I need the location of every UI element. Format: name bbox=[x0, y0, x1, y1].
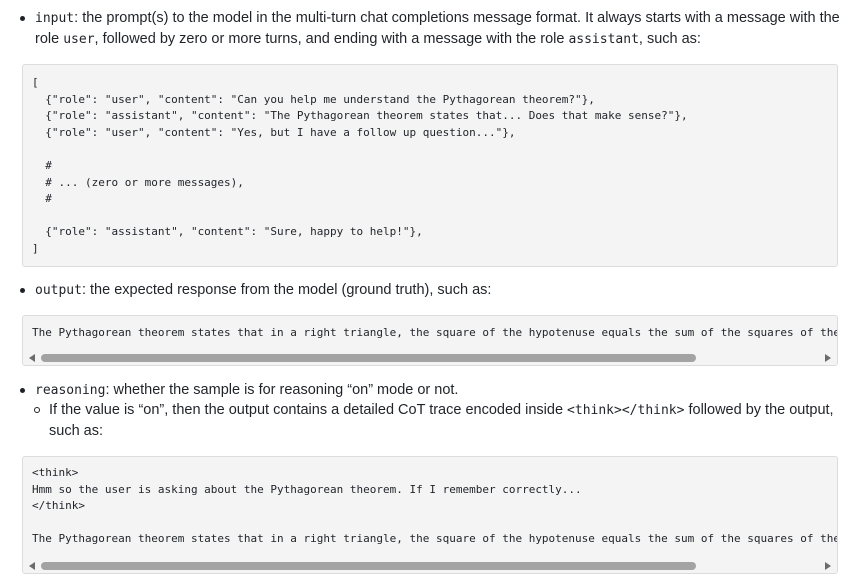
code-line: # bbox=[32, 158, 52, 172]
scroll-right-arrow-icon[interactable] bbox=[825, 562, 831, 570]
bullet-dot bbox=[20, 16, 25, 21]
bullet-dot bbox=[20, 288, 25, 293]
input-description: input: the prompt(s) to the model in the… bbox=[35, 8, 840, 50]
reasoning-description: reasoning: whether the sample is for rea… bbox=[35, 380, 840, 401]
code-line: {"role": "assistant", "content": "The Py… bbox=[32, 109, 688, 123]
input-text-line2b: , followed by zero or more turns, and en… bbox=[94, 31, 569, 47]
reasoning-sub-description: If the value is “on”, then the output co… bbox=[49, 400, 834, 441]
output-text: : the expected response from the model (… bbox=[81, 282, 492, 298]
reasoning-term: reasoning bbox=[35, 383, 106, 398]
code-line: Hmm so the user is asking about the Pyth… bbox=[32, 482, 582, 496]
code-line: ] bbox=[32, 241, 39, 255]
output-description: output: the expected response from the m… bbox=[35, 280, 840, 301]
output-code: The Pythagorean theorem states that in a… bbox=[23, 316, 837, 342]
reasoning-text: : whether the sample is for reasoning “o… bbox=[105, 382, 459, 398]
sub-text-3: such as: bbox=[49, 423, 103, 439]
reasoning-code-block: <think> Hmm so the user is asking about … bbox=[22, 456, 838, 574]
reasoning-bullet: reasoning: whether the sample is for rea… bbox=[20, 380, 840, 401]
code-line: The Pythagorean theorem states that in a… bbox=[32, 326, 837, 339]
scrollbar-thumb[interactable] bbox=[41, 354, 696, 362]
horizontal-scrollbar[interactable] bbox=[23, 559, 837, 573]
sub-bullet-circle bbox=[34, 407, 40, 413]
code-line: </think> bbox=[32, 499, 85, 513]
code-line: {"role": "user", "content": "Can you hel… bbox=[32, 92, 595, 106]
bullet-dot bbox=[20, 388, 25, 393]
sub-text-2: followed by the output, bbox=[684, 402, 834, 418]
horizontal-scrollbar[interactable] bbox=[23, 351, 837, 365]
input-term: input bbox=[35, 11, 75, 26]
input-code: [ {"role": "user", "content": "Can you h… bbox=[23, 65, 837, 258]
code-line: {"role": "assistant", "content": "Sure, … bbox=[32, 225, 423, 239]
sub-text-1: If the value is “on”, then the output co… bbox=[49, 402, 568, 418]
input-text-line2a: role bbox=[35, 31, 64, 47]
reasoning-sub-bullet: If the value is “on”, then the output co… bbox=[34, 400, 834, 441]
scroll-left-arrow-icon[interactable] bbox=[29, 562, 35, 570]
input-bullet: input: the prompt(s) to the model in the… bbox=[20, 8, 840, 50]
output-bullet: output: the expected response from the m… bbox=[20, 280, 840, 301]
scroll-right-arrow-icon[interactable] bbox=[825, 354, 831, 362]
reasoning-code: <think> Hmm so the user is asking about … bbox=[23, 457, 837, 548]
input-text-line2c: , such as: bbox=[638, 31, 701, 47]
code-line: [ bbox=[32, 76, 39, 89]
code-line: The Pythagorean theorem states that in a… bbox=[32, 532, 837, 546]
input-code-block: [ {"role": "user", "content": "Can you h… bbox=[22, 64, 838, 267]
output-term: output bbox=[35, 283, 82, 298]
code-line: <think> bbox=[32, 466, 79, 479]
think-tags-code: <think></think> bbox=[567, 403, 685, 418]
scroll-left-arrow-icon[interactable] bbox=[29, 354, 35, 362]
output-code-block: The Pythagorean theorem states that in a… bbox=[22, 315, 838, 366]
code-line: # bbox=[32, 192, 52, 206]
input-text-line1: : the prompt(s) to the model in the mult… bbox=[74, 10, 840, 26]
code-line: {"role": "user", "content": "Yes, but I … bbox=[32, 125, 516, 139]
role-assistant-code: assistant bbox=[568, 32, 639, 47]
code-line: # ... (zero or more messages), bbox=[32, 175, 244, 189]
role-user-code: user bbox=[63, 32, 95, 47]
scrollbar-thumb[interactable] bbox=[41, 562, 696, 570]
